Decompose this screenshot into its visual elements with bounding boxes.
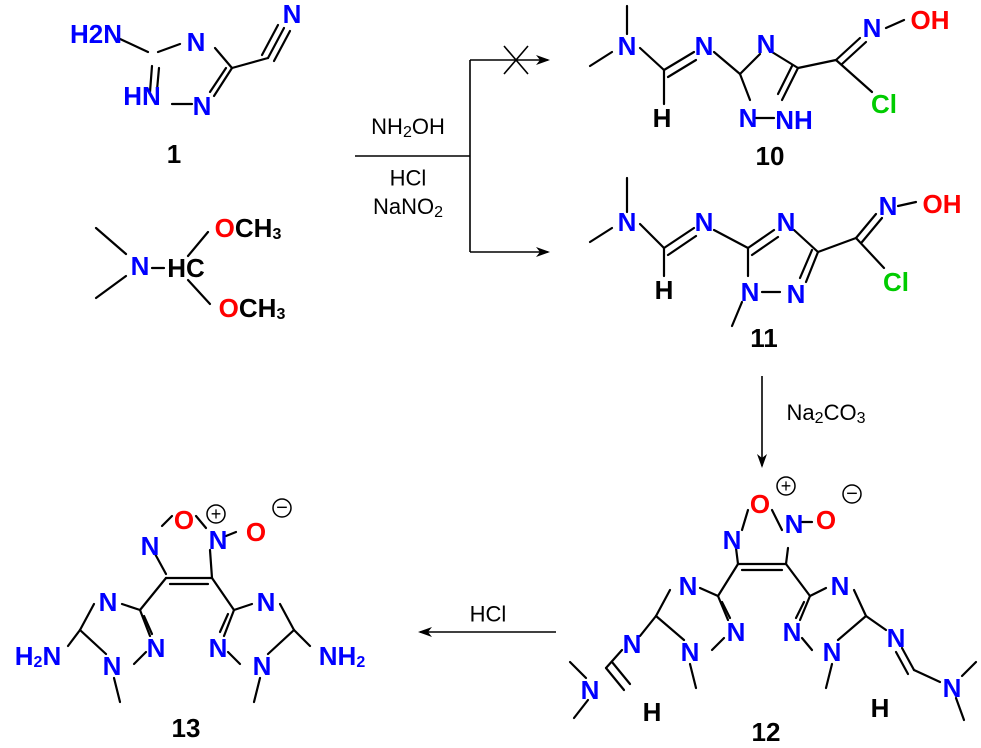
c12-furoxan-n-right: N xyxy=(785,509,804,539)
ring-nh-label: HN xyxy=(123,81,161,111)
och3-bottom-label: OCH3 xyxy=(219,293,286,323)
amino-group-label: H2N xyxy=(70,19,122,49)
c12-furoxan-n-left: N xyxy=(723,525,742,555)
reagent-hcl-step3: HCl xyxy=(470,602,507,627)
compound-10: N N H N N NH N OH Cl 10 xyxy=(588,4,950,171)
c12-imine-n-left: N xyxy=(623,629,642,659)
c13-right-triazole-n3: N xyxy=(253,651,272,681)
compound-number-1: 1 xyxy=(167,139,181,169)
c11-oxime-n: N xyxy=(879,191,898,221)
reagent-nano2: NaNO2 xyxy=(373,194,443,221)
c13-right-triazole-n1: N xyxy=(257,587,276,617)
step1-arrow-group: NH2OH HCl NaNO2 xyxy=(355,45,550,257)
c10-h: H xyxy=(653,103,672,133)
compound-number-12: 12 xyxy=(752,717,781,747)
dmf-hc-label: HC xyxy=(167,253,205,283)
c11-oh: OH xyxy=(923,189,962,219)
c12-left-triazole-n2: N xyxy=(727,617,746,647)
c12-right-triazole-n1: N xyxy=(831,571,850,601)
c13-left-triazole-n3: N xyxy=(103,651,122,681)
reagent-nh2oh: NH2OH xyxy=(371,114,445,141)
c10-dimethyl-n: N xyxy=(618,31,637,61)
step3-arrow-group: HCl xyxy=(418,602,556,637)
compound-12: + − O N N O N N N N N H N xyxy=(568,476,978,747)
compound-number-13: 13 xyxy=(172,713,201,743)
nitrile-n-label: N xyxy=(283,0,302,29)
step2-arrow-group: Na2CO3 xyxy=(757,376,866,468)
c10-ring-nh: NH xyxy=(775,105,813,135)
c10-oh: OH xyxy=(911,5,950,35)
dmf-dma-reagent: N HC OCH3 OCH3 xyxy=(94,213,286,323)
c12-imine-n-right: N xyxy=(887,623,906,653)
c10-ring-n-top: N xyxy=(757,29,776,59)
c13-minus-charge xyxy=(272,498,292,518)
c12-h-left: H xyxy=(643,697,662,727)
c11-ring-n-bottom: N xyxy=(787,279,806,309)
c12-minus-charge xyxy=(842,484,862,504)
c13-furoxan-n-left: N xyxy=(141,531,160,561)
c12-o-minus: O xyxy=(816,505,836,535)
reagent-hcl-step1: HCl xyxy=(390,166,427,191)
c13-minus: − xyxy=(276,497,288,519)
c12-right-triazole-n3: N xyxy=(823,637,842,667)
c12-dimethyl-n-right: N xyxy=(943,673,962,703)
compound-1: H2N N N HN N 1 xyxy=(70,0,301,169)
c11-h: H xyxy=(655,275,674,305)
och3-top-label: OCH3 xyxy=(215,213,282,243)
c12-right-triazole-n2: N xyxy=(783,617,802,647)
dmf-n-label: N xyxy=(131,251,150,281)
c12-ring-o: O xyxy=(750,489,770,519)
c12-h-right: H xyxy=(871,693,890,723)
c12-left-triazole-n3: N xyxy=(681,637,700,667)
c13-left-triazole-n1: N xyxy=(99,587,118,617)
compound-number-10: 10 xyxy=(756,141,785,171)
c10-cl: Cl xyxy=(871,89,897,119)
c13-plus: + xyxy=(211,504,222,524)
c11-ring-n-methyl: N xyxy=(741,277,760,307)
compound-11: N N H N N N N OH Cl 11 xyxy=(588,176,962,353)
c13-amino-left: H2N xyxy=(15,641,61,671)
compound-number-11: 11 xyxy=(750,323,778,353)
c12-plus-charge xyxy=(776,476,796,496)
c11-ring-n-top: N xyxy=(777,207,796,237)
c13-furoxan-n-right: N xyxy=(209,525,228,555)
c11-cl: Cl xyxy=(883,267,909,297)
c13-plus-charge xyxy=(206,504,226,524)
c11-imine-n: N xyxy=(695,207,714,237)
c13-right-triazole-n2: N xyxy=(209,633,228,663)
c10-ring-n-left: N xyxy=(739,103,758,133)
c12-dimethyl-n-left: N xyxy=(581,675,600,705)
c13-o-minus: O xyxy=(246,517,266,547)
c10-imine-n: N xyxy=(695,31,714,61)
compound-13: + − O N N O N N N H2N N N N NH2 13 xyxy=(15,497,366,743)
c12-minus: − xyxy=(846,483,858,505)
c12-plus: + xyxy=(781,476,792,496)
reagent-na2co3: Na2CO3 xyxy=(787,400,866,427)
c13-left-triazole-n2: N xyxy=(147,633,166,663)
c13-amino-right: NH2 xyxy=(319,641,366,671)
c11-dimethyl-n: N xyxy=(618,207,637,237)
ring-n2-label: N xyxy=(193,91,212,121)
c12-left-triazole-n1: N xyxy=(679,571,698,601)
ring-n-label: N xyxy=(187,27,206,57)
c10-oxime-n: N xyxy=(863,13,882,43)
c13-ring-o: O xyxy=(174,505,194,535)
